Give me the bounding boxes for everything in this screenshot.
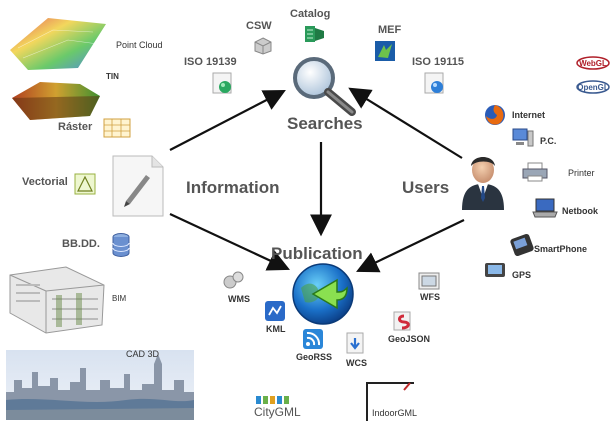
webgl-logo: WebGL [576,56,610,70]
label-publication: Publication [271,244,363,263]
label-iso19115: ISO 19115 [412,56,464,68]
label-wcs: WCS [346,358,367,368]
bim-building-image [9,266,105,334]
gps-icon [485,263,505,277]
iso19115-icon [424,72,444,94]
arrow-users-to-searches [348,87,463,159]
svg-text:WebGL: WebGL [579,59,607,68]
cad3d-city-image [6,350,194,420]
label-gps: GPS [512,270,532,280]
label-georss: GeoRSS [296,352,333,362]
label-kml: KML [266,324,286,334]
svg-text:OpenGL: OpenGL [577,83,609,92]
publication-globe-icon [292,263,354,325]
wcs-icon [346,332,364,354]
label-users: Users [402,178,450,197]
information-document-icon [112,155,164,217]
database-icon [112,233,130,257]
mef-icon [375,41,395,61]
label-searches: Searches [287,114,363,133]
label-tin: TIN [106,72,119,81]
georss-icon [303,329,323,349]
iso19139-icon [212,72,232,94]
label-pc: P.C. [540,136,557,146]
label-internet: Internet [512,110,546,120]
label-citygml: CityGML [254,405,301,419]
label-raster: Ráster [58,121,93,133]
pc-icon [512,128,534,147]
label-geojson: GeoJSON [388,334,431,344]
label-wfs: WFS [420,292,440,302]
netbook-icon [532,198,558,218]
label-bim: BIM [112,294,127,303]
label-indoorgml: IndoorGML [372,408,418,418]
label-netbook: Netbook [562,206,598,216]
wfs-icon [418,272,440,290]
user-avatar-icon [462,157,504,210]
label-smartphone: SmartPhone [534,244,588,254]
printer-icon [522,162,548,182]
label-wms: WMS [228,294,250,304]
label-bbdd: BB.DD. [62,238,100,250]
point-cloud-image [10,18,106,70]
label-vectorial: Vectorial [22,176,68,188]
indoorgml-logo-frame [366,382,414,421]
label-csw: CSW [246,20,272,32]
geojson-icon [393,311,411,331]
catalog-icon [305,26,324,42]
vectorial-icon [74,173,96,195]
label-iso19139: ISO 19139 [184,56,237,68]
label-point-cloud: Point Cloud [116,40,163,50]
label-printer: Printer [568,168,595,178]
smartphone-icon [510,233,534,257]
arrow-info-to-publication [169,213,290,271]
arrow-info-to-searches [169,89,286,151]
label-information: Information [186,178,280,197]
arrow-users-to-publication [356,219,465,273]
label-mef: MEF [378,24,402,36]
label-catalog: Catalog [290,8,331,20]
internet-firefox-icon [485,105,505,125]
citygml-logo-mark [256,396,289,404]
csw-cube-icon [254,37,272,55]
tin-image [12,82,100,120]
wms-icon [223,271,244,289]
raster-icon [103,118,131,138]
opengl-logo: OpenGL [576,80,610,94]
search-magnifier-icon [293,57,356,116]
label-cad3d: CAD 3D [126,349,160,359]
kml-icon [265,301,285,321]
